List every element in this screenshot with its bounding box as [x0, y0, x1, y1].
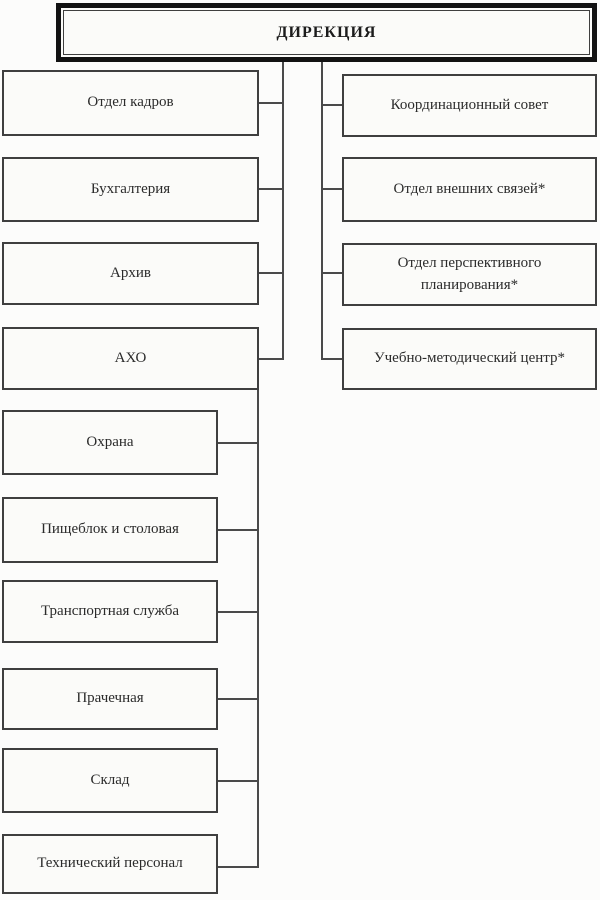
box-aho: АХО	[2, 327, 259, 390]
box-perspektivnoe-planirovanie-label: Отдел перспективного планирования*	[397, 254, 542, 293]
box-sklad: Склад	[2, 748, 218, 813]
box-buhgalteriya-label: Бухгалтерия	[90, 180, 171, 197]
trunk-right-line	[321, 62, 323, 360]
connector-prachechnaya	[218, 698, 258, 700]
box-arhiv: Архив	[2, 242, 259, 305]
box-prachechnaya-label: Прачечная	[76, 690, 144, 707]
connector-sklad	[218, 780, 258, 782]
box-ohrana-label: Охрана	[86, 433, 134, 450]
box-vneshnie-svyazi: Отдел внешних связей*	[342, 157, 597, 222]
connector-aho	[259, 358, 283, 360]
connector-arhiv	[259, 272, 283, 274]
box-tehpersonal-label: Технический персонал	[37, 855, 183, 872]
connector-tehpersonal	[218, 866, 258, 868]
connector-vneshnie-svyazi	[321, 188, 342, 190]
connector-transport	[218, 611, 258, 613]
box-uchebno-metodicheskij-centr: Учебно-методический центр*	[342, 328, 597, 390]
connector-pishcheblok	[218, 529, 258, 531]
box-koordinacionnyj-sovet-label: Координационный совет	[390, 96, 549, 113]
box-pishcheblok: Пищеблок и столовая	[2, 497, 218, 563]
connector-otdel-kadrov	[259, 102, 283, 104]
connector-buhgalteriya	[259, 188, 283, 190]
box-pishcheblok-label: Пищеблок и столовая	[41, 521, 179, 538]
box-koordinacionnyj-sovet: Координационный совет	[342, 74, 597, 137]
connector-ohrana	[218, 442, 258, 444]
box-ohrana: Охрана	[2, 410, 218, 475]
trunk-sub-line	[257, 388, 259, 868]
trunk-left-line	[282, 62, 284, 360]
box-tehpersonal: Технический персонал	[2, 834, 218, 894]
box-buhgalteriya: Бухгалтерия	[2, 157, 259, 222]
box-sklad-label: Склад	[90, 771, 130, 788]
box-direkciya-inner-frame: ДИРЕКЦИЯ	[63, 10, 590, 55]
box-otdel-kadrov-label: Отдел кадров	[87, 94, 174, 111]
box-direkciya-label: ДИРЕКЦИЯ	[276, 23, 377, 41]
box-transport: Транспортная служба	[2, 580, 218, 643]
box-direkciya: ДИРЕКЦИЯ	[56, 3, 597, 62]
box-aho-label: АХО	[114, 349, 147, 366]
connector-koordinacionnyj-sovet	[321, 104, 342, 106]
connector-uchebno-metodicheskij-centr	[321, 358, 342, 360]
box-perspektivnoe-planirovanie: Отдел перспективного планирования*	[342, 243, 597, 306]
box-prachechnaya: Прачечная	[2, 668, 218, 730]
box-otdel-kadrov: Отдел кадров	[2, 70, 259, 136]
box-transport-label: Транспортная служба	[40, 602, 180, 619]
box-arhiv-label: Архив	[110, 264, 151, 281]
connector-perspektivnoe-planirovanie	[321, 272, 342, 274]
box-uchebno-metodicheskij-centr-label: Учебно-методический центр*	[374, 350, 565, 367]
box-vneshnie-svyazi-label: Отдел внешних связей*	[393, 180, 546, 197]
